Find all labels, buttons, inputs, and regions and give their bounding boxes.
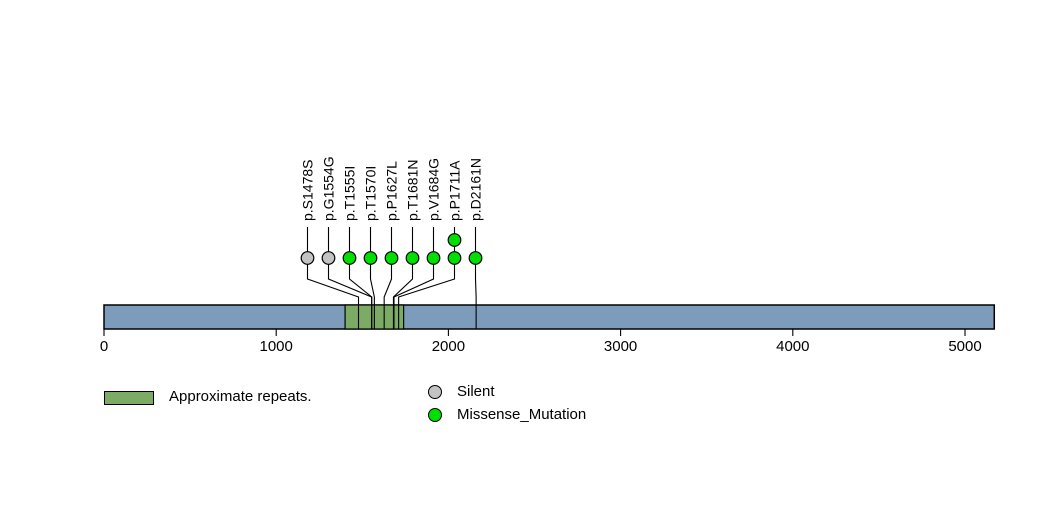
axis-tick-label: 5000: [948, 338, 981, 355]
lollipop-circle: [384, 251, 399, 265]
domain-legend-label: Approximate repeats.: [169, 388, 312, 405]
lollipop-circle: [468, 251, 483, 265]
lollipop-connector: [474, 227, 477, 329]
lollipop-circle: [426, 251, 441, 265]
missense-legend-label: Missense_Mutation: [457, 406, 587, 423]
domain-legend-swatch: [104, 391, 154, 405]
mutation-label: p.T1570I: [362, 166, 378, 221]
silent-legend-icon: [428, 385, 442, 399]
lollipop-circle: [342, 251, 357, 265]
axis-tick-label: 3000: [604, 338, 637, 355]
lollipop-circle: [405, 251, 420, 265]
lollipop-circle: [447, 251, 462, 265]
axis-tick-label: 1000: [260, 338, 293, 355]
mutation-label: p.S1478S: [299, 160, 315, 222]
mutation-label: p.P1627L: [383, 161, 399, 221]
mutation-label: p.G1554G: [320, 156, 336, 221]
lollipop-circle: [300, 251, 315, 265]
mutation-label: p.V1684G: [425, 158, 441, 221]
silent-legend-label: Silent: [457, 383, 495, 400]
mutation-label: p.P1711A: [446, 160, 462, 221]
lollipop-circle: [321, 251, 336, 265]
missense-legend-icon: [428, 408, 442, 422]
lollipop-circle: [447, 233, 462, 247]
axis-tick-label: 4000: [776, 338, 809, 355]
mutation-label: p.T1681N: [404, 160, 420, 221]
lollipop-circle: [363, 251, 378, 265]
mutation-label: p.D2161N: [467, 158, 483, 221]
axis-tick-label: 2000: [432, 338, 465, 355]
mutation-label: p.T1555I: [341, 166, 357, 221]
backbone-bar: [103, 304, 996, 330]
axis-tick-label: 0: [100, 338, 108, 355]
